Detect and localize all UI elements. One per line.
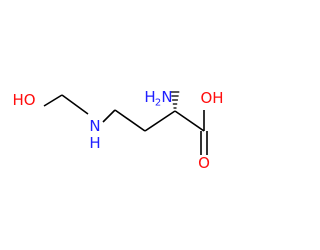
atom-labels: HO N H H 2 N OH O — [12, 88, 223, 172]
bond-o-ch2 — [43, 94, 63, 107]
bonds — [43, 94, 208, 155]
bond-c5-c4 — [114, 109, 146, 132]
atom-n-hydrogen: H — [89, 134, 100, 152]
hashed-wedge — [170, 91, 180, 109]
atom-ho-left: HO — [12, 91, 35, 109]
structure-svg: HO N H H 2 N OH O — [12, 88, 223, 172]
bond-calpha-ccooh — [174, 110, 205, 132]
molecule-diagram: HO N H H 2 N OH O — [12, 88, 224, 172]
bond-n-c5 — [102, 109, 116, 123]
atom-amino-n: N — [161, 88, 172, 106]
bond-c4-c3 — [144, 110, 176, 132]
atom-amino-h: H — [144, 88, 155, 106]
atom-carboxyl-oh: OH — [200, 89, 223, 107]
atom-amino-subscript: 2 — [155, 98, 161, 109]
bond-ch2-n — [61, 94, 89, 115]
atom-n: N — [89, 117, 100, 135]
atom-carbonyl-o: O — [198, 154, 210, 172]
